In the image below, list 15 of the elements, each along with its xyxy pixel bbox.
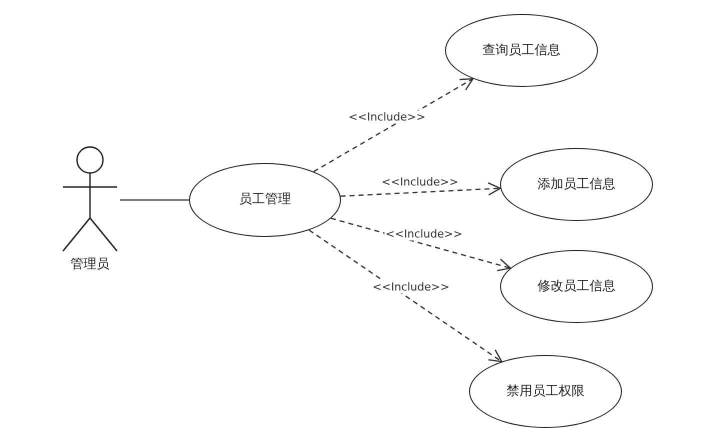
actor-label: 管理员 — [70, 257, 110, 273]
edge-label: <<Include>> — [348, 110, 426, 124]
edge-label: <<Include>> — [380, 176, 460, 188]
dashed-arrow — [313, 78, 474, 172]
dashed-arrow — [330, 218, 512, 272]
connector-line — [120, 199, 189, 201]
dashed-arrow — [340, 182, 502, 197]
use-case-label: 禁用员工权限 — [506, 384, 584, 400]
edge-label: <<Include>> — [372, 280, 450, 294]
use-case-label: 员工管理 — [239, 192, 291, 208]
dashed-arrow — [308, 230, 502, 362]
use-case-label: 添加员工信息 — [538, 176, 616, 192]
use-case-label: 修改员工信息 — [538, 278, 616, 294]
use-case-label: 查询员工信息 — [482, 42, 560, 58]
edge-label: <<Include>> — [384, 228, 464, 240]
